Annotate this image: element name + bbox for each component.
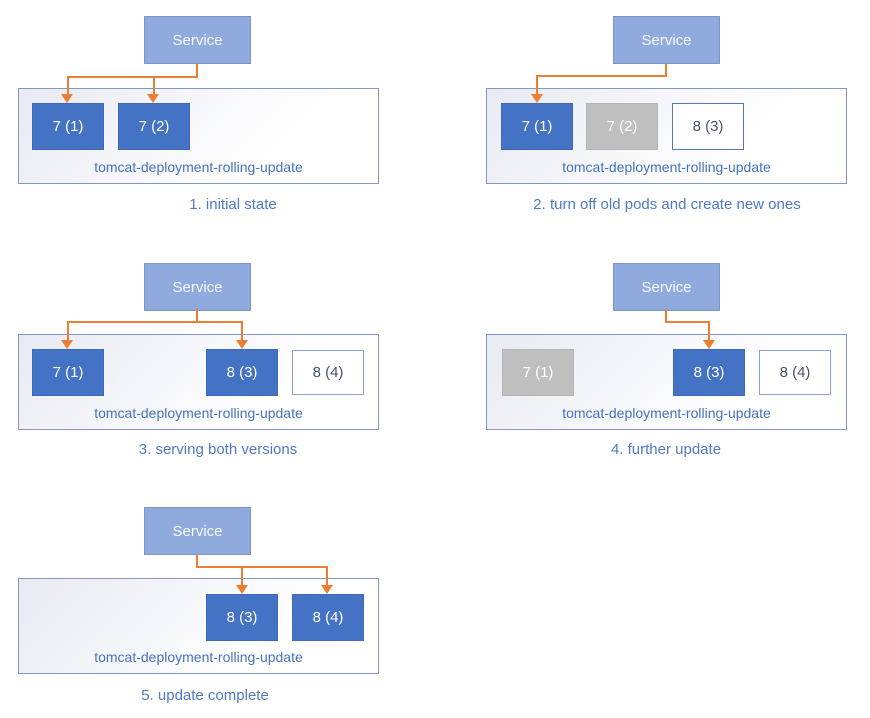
pod-8-3: 8 (3) <box>206 594 278 641</box>
pod-7-1-terminated: 7 (1) <box>502 349 574 396</box>
stage-caption: 5. update complete <box>141 687 269 704</box>
arrow-elbow-line <box>536 75 667 77</box>
deployment-label: tomcat-deployment-rolling-update <box>94 159 303 175</box>
deployment-label: tomcat-deployment-rolling-update <box>562 159 771 175</box>
arrowhead-down-icon <box>61 340 73 349</box>
arrow-elbow-line <box>67 76 198 78</box>
pod-8-4-pending: 8 (4) <box>292 350 364 395</box>
arrow-elbow-line <box>665 321 710 323</box>
arrow-stub-line <box>665 64 667 77</box>
arrowhead-down-icon <box>236 340 248 349</box>
arrow-stub-line <box>196 309 198 323</box>
pod-8-3: 8 (3) <box>673 349 745 396</box>
pod-7-1: 7 (1) <box>501 103 573 150</box>
pod-7-1: 7 (1) <box>32 349 104 396</box>
pod-8-4-pending: 8 (4) <box>759 350 831 395</box>
arrowhead-down-icon <box>147 94 159 103</box>
stage-caption: 4. further update <box>610 441 722 458</box>
pod-7-2: 7 (2) <box>118 103 190 150</box>
deployment-label: tomcat-deployment-rolling-update <box>562 405 771 421</box>
service-label: Service <box>172 278 223 296</box>
service-box: Service <box>144 16 251 64</box>
service-label: Service <box>641 31 692 49</box>
stage-caption: 3. serving both versions <box>138 441 298 458</box>
arrow-drop-line <box>708 321 710 340</box>
arrow-drop-line <box>241 566 243 585</box>
arrowhead-down-icon <box>236 585 248 594</box>
arrowhead-down-icon <box>321 585 333 594</box>
arrow-drop-line <box>67 76 69 94</box>
service-label: Service <box>172 522 223 540</box>
arrow-drop-line <box>536 75 538 94</box>
service-box: Service <box>144 507 251 555</box>
pod-7-2-terminated: 7 (2) <box>586 103 658 150</box>
arrow-stub-line <box>196 64 198 78</box>
arrow-drop-line <box>153 76 155 94</box>
arrow-elbow-line <box>67 321 243 323</box>
service-box: Service <box>613 263 720 311</box>
arrow-drop-line <box>241 321 243 340</box>
service-box: Service <box>613 16 720 64</box>
arrow-drop-line <box>326 566 328 585</box>
deployment-label: tomcat-deployment-rolling-update <box>94 405 303 421</box>
stage-caption: 1. initial state <box>189 196 277 213</box>
pod-8-3: 8 (3) <box>206 349 278 396</box>
stage-caption: 2. turn off old pods and create new ones <box>533 196 801 213</box>
service-label: Service <box>172 31 223 49</box>
arrow-drop-line <box>67 321 69 340</box>
arrow-elbow-line <box>196 566 328 568</box>
pod-7-1: 7 (1) <box>32 103 104 150</box>
arrow-stub-line <box>196 555 198 568</box>
arrowhead-down-icon <box>703 340 715 349</box>
arrow-stub-line <box>665 309 667 323</box>
service-box: Service <box>144 263 251 311</box>
arrowhead-down-icon <box>531 94 543 103</box>
service-label: Service <box>641 278 692 296</box>
pod-8-4: 8 (4) <box>292 594 364 641</box>
arrowhead-down-icon <box>61 94 73 103</box>
pod-8-3-pending: 8 (3) <box>672 103 744 150</box>
deployment-label: tomcat-deployment-rolling-update <box>94 649 303 665</box>
